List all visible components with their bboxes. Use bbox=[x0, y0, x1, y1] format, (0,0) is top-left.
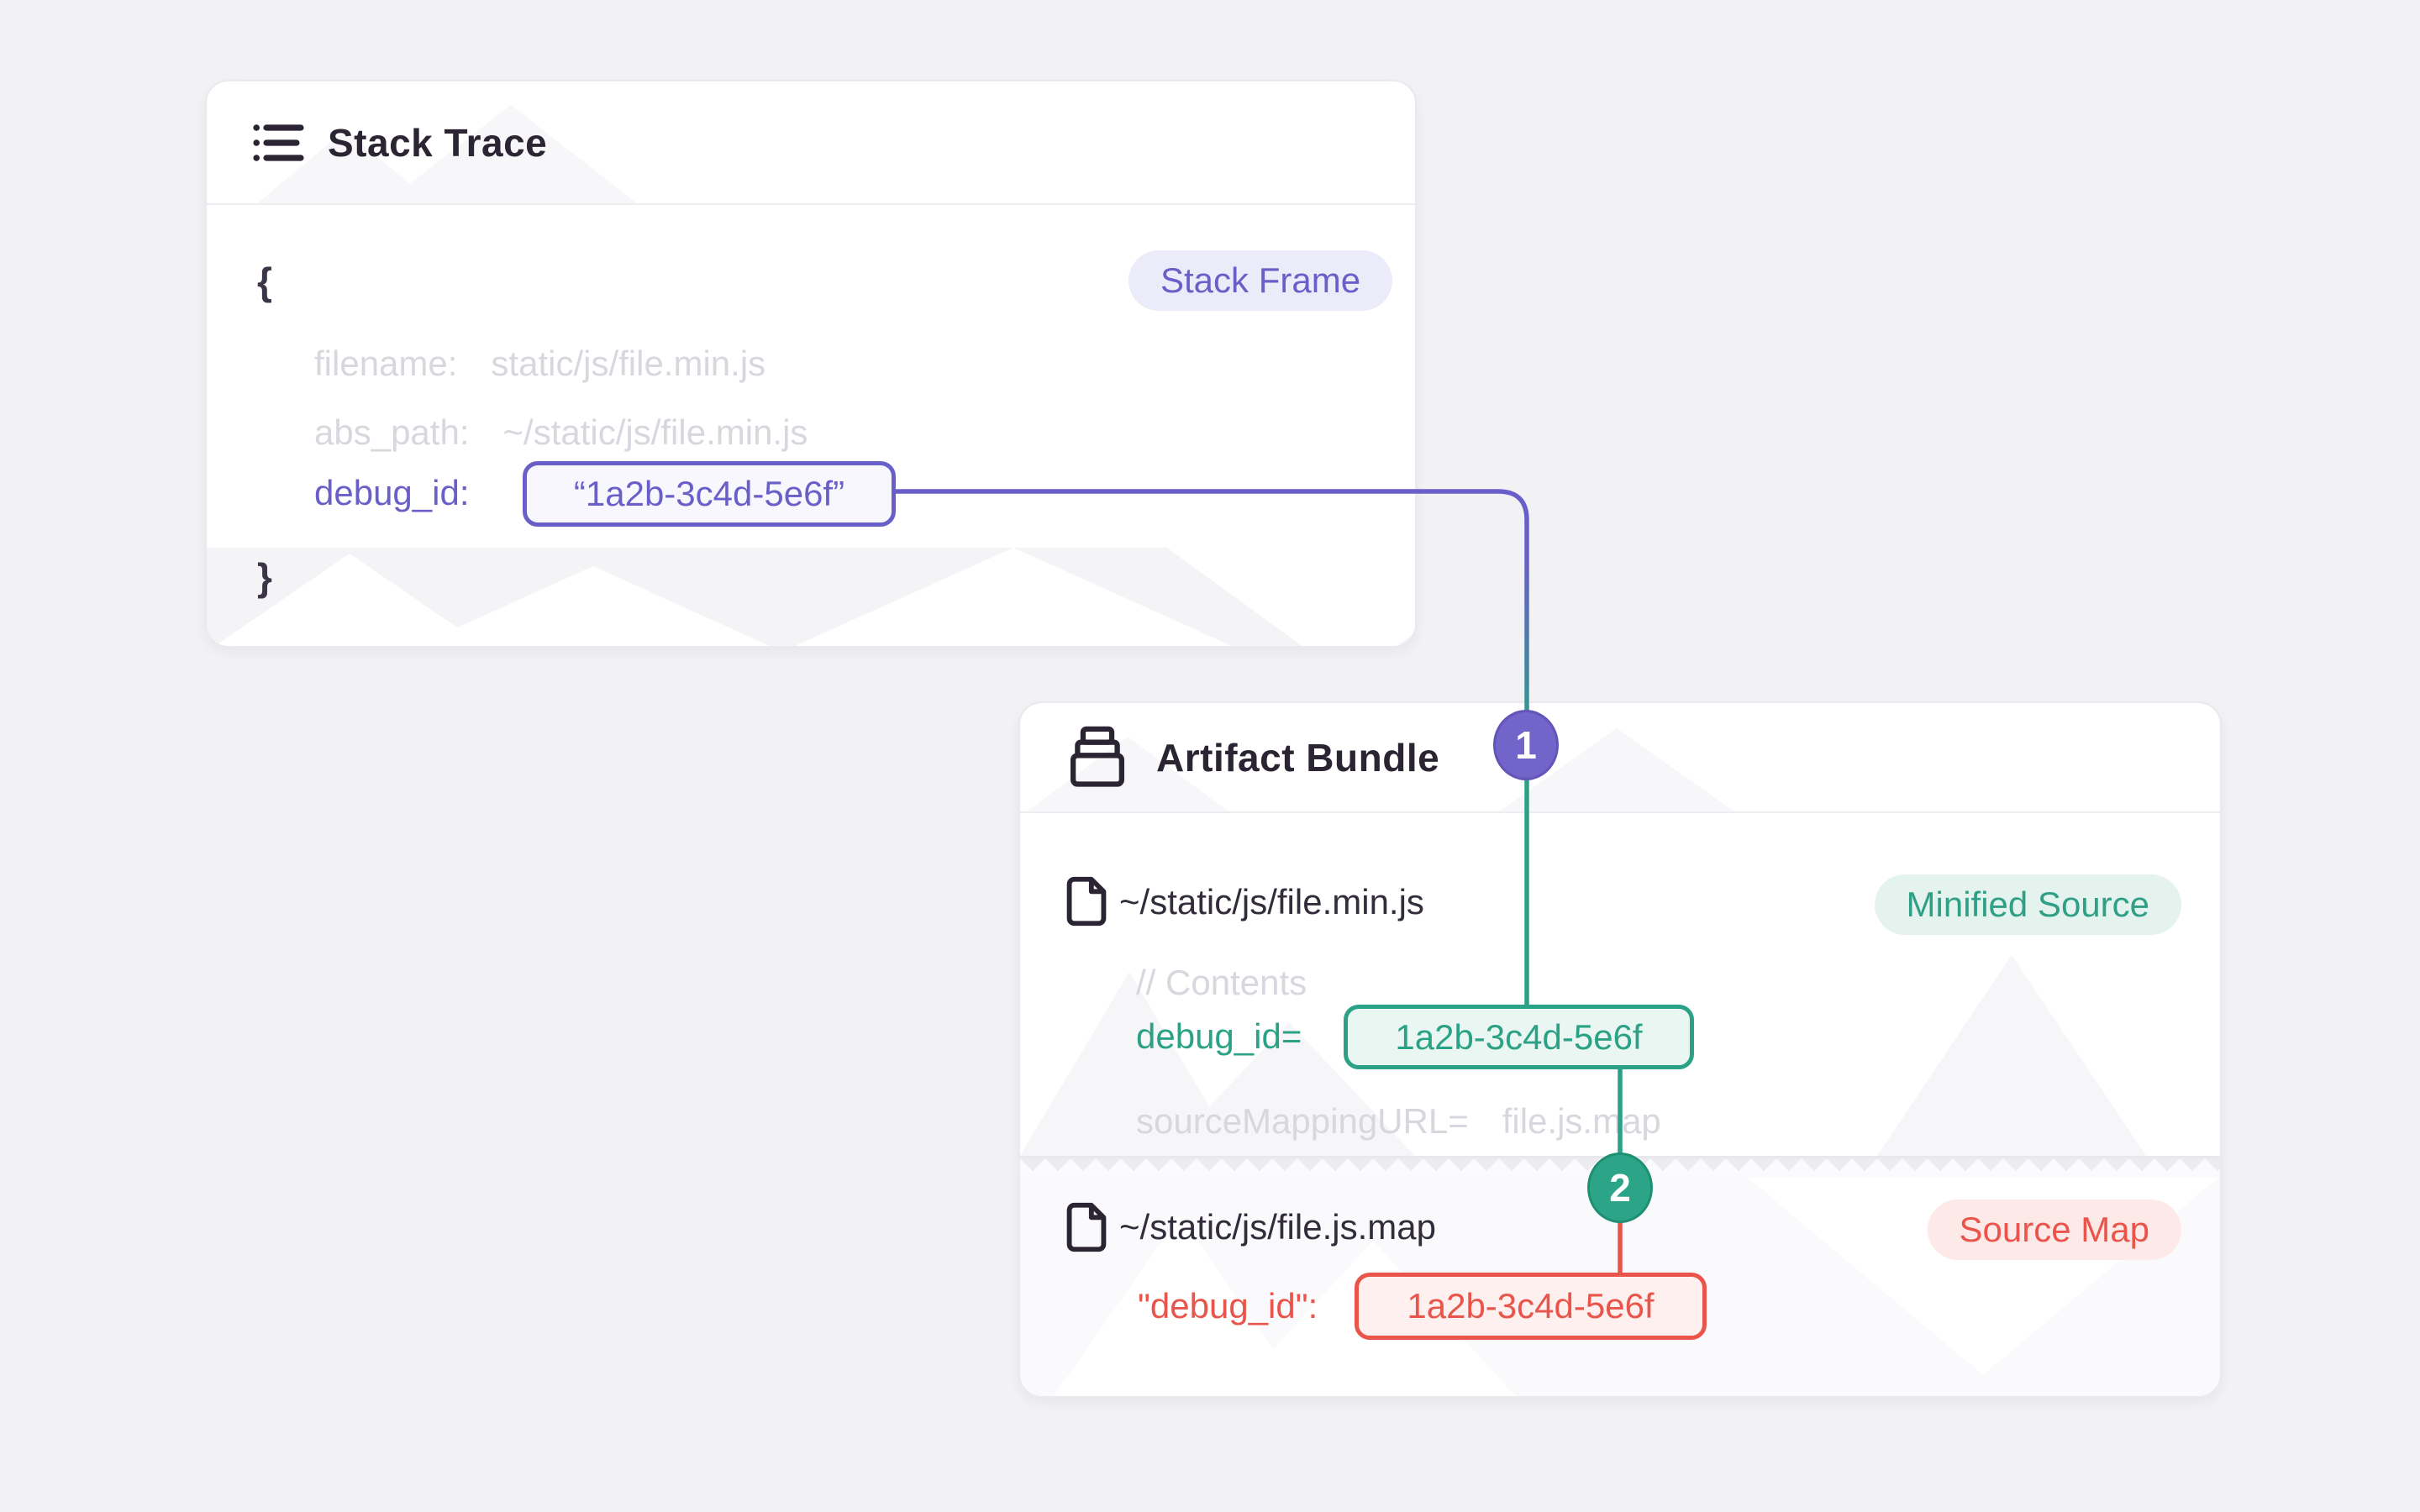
code-open-brace: { bbox=[257, 260, 272, 303]
debug-key-minified: debug_id= bbox=[1136, 1016, 1302, 1056]
field-key: abs_path: bbox=[314, 412, 470, 452]
field-key-debug-id: debug_id: bbox=[314, 473, 470, 512]
sourcemap-key: sourceMappingURL= bbox=[1136, 1101, 1469, 1141]
archive-icon bbox=[1070, 726, 1125, 787]
step-badge-1: 1 bbox=[1493, 710, 1559, 780]
file-path-sourcemap: ~/static/js/file.js.map bbox=[1119, 1207, 1436, 1247]
stack-trace-card: Stack Trace { filename: static/js/file.mi… bbox=[205, 80, 1417, 648]
code-comment: // Contents bbox=[1136, 963, 1307, 1002]
sourcemap-row: sourceMappingURL= file.js.map bbox=[1136, 1101, 1661, 1142]
field-row-abs-path: abs_path: ~/static/js/file.min.js bbox=[314, 412, 808, 453]
decor-mountain bbox=[1877, 955, 2146, 1156]
decor-mountain bbox=[417, 566, 770, 646]
debug-id-chip-minified: 1a2b-3c4d-5e6f bbox=[1344, 1005, 1694, 1069]
file-icon bbox=[1066, 876, 1107, 927]
field-row-filename: filename: static/js/file.min.js bbox=[314, 344, 765, 384]
debug-id-chip-stack: “1a2b-3c4d-5e6f” bbox=[523, 461, 896, 527]
debug-id-value: “1a2b-3c4d-5e6f” bbox=[573, 474, 845, 513]
code-close-brace: } bbox=[257, 555, 272, 599]
debug-key-sourcemap: "debug_id": bbox=[1138, 1286, 1318, 1326]
source-map-badge: Source Map bbox=[1927, 1200, 2181, 1260]
file-path-minified: ~/static/js/file.min.js bbox=[1119, 882, 1424, 921]
debug-id-value: 1a2b-3c4d-5e6f bbox=[1407, 1286, 1655, 1326]
stack-frame-badge: Stack Frame bbox=[1128, 250, 1393, 311]
field-value: ~/static/js/file.min.js bbox=[502, 412, 808, 452]
list-icon bbox=[253, 123, 304, 161]
artifact-bundle-card: Artifact Bundle ~/static/js/file.min.js … bbox=[1018, 701, 2222, 1398]
sourcemap-value: file.js.map bbox=[1502, 1101, 1661, 1141]
step-badge-2: 2 bbox=[1587, 1152, 1653, 1223]
field-value: static/js/file.min.js bbox=[491, 344, 766, 383]
stack-trace-header: Stack Trace bbox=[207, 81, 1415, 205]
file-icon bbox=[1066, 1202, 1107, 1252]
decor-mountain bbox=[795, 548, 1232, 646]
decor-mountain bbox=[215, 554, 484, 646]
field-key: filename: bbox=[314, 344, 458, 383]
artifact-bundle-title: Artifact Bundle bbox=[1156, 735, 1440, 780]
artifact-bundle-header: Artifact Bundle bbox=[1020, 703, 2220, 813]
debug-id-chip-sourcemap: 1a2b-3c4d-5e6f bbox=[1355, 1273, 1707, 1340]
stack-trace-title: Stack Trace bbox=[328, 120, 548, 165]
debug-id-value: 1a2b-3c4d-5e6f bbox=[1395, 1016, 1643, 1057]
minified-source-badge: Minified Source bbox=[1874, 874, 2181, 935]
